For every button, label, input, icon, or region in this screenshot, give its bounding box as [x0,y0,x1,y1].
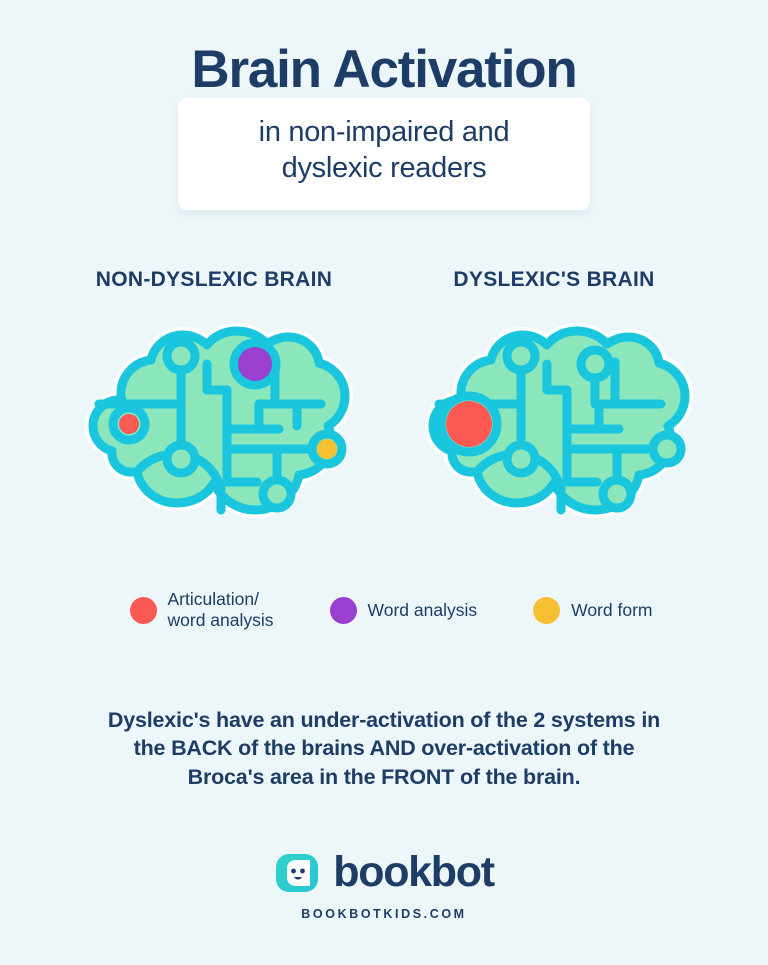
summary-caption-line3: Broca's area in the FRONT of the brain. [187,765,581,790]
summary-caption-line2: the BACK of the brains AND over-activati… [133,736,635,761]
legend-item-word-form: Word form [533,596,653,624]
node-ring-bottom [258,475,296,513]
bookbot-logo-icon [276,853,319,892]
node-ring-mid-left [162,440,200,478]
node-ring-word-form-inactive [648,430,686,468]
node-articulation [119,414,139,435]
node-articulation [446,401,492,448]
node-ring-bottom [598,475,636,513]
node-ring-top-left [162,337,200,375]
page-subtitle-line2: dyslexic readers [281,151,487,184]
summary-caption-line1: Dyslexic's have an under-activation of t… [107,707,661,732]
brain-nodes [108,337,347,513]
brand-logo[interactable]: bookbot [0,850,768,896]
brain-panel-dyslexic: DYSLEXIC'S BRAIN [384,268,724,539]
legend-dot-red [129,596,157,624]
summary-caption: Dyslexic's have an under-activation of t… [54,706,714,792]
page-subtitle: in non-impaired and dyslexic readers [0,114,768,187]
subtitle-card [178,98,590,210]
brain-nodes [436,337,686,513]
node-word-analysis [238,347,272,382]
brain-heading-non-dyslexic: NON-DYSLEXIC BRAIN [95,268,333,292]
legend-dot-purple [329,596,357,624]
legend-dot-yellow [533,596,561,624]
brand-wordmark: bookbot [333,848,495,897]
page-subtitle-line1: in non-impaired and [258,115,510,148]
legend-label-articulation: Articulation/ word analysis [167,589,274,631]
node-ring-top-left [502,337,540,375]
node-ring-mid-left [502,440,540,478]
legend-item-articulation: Articulation/ word analysis [129,589,274,632]
node-ring-word-analysis-inactive [576,345,614,383]
header: Brain Activation in non-impaired and dys… [0,0,768,210]
legend-item-word-analysis: Word analysis [329,596,478,624]
page-title: Brain Activation [191,40,577,99]
brain-panel-non-dyslexic: NON-DYSLEXIC BRAIN [44,268,384,539]
footer: bookbot BOOKBOTKIDS.COM [0,850,768,921]
node-word-form [317,439,337,460]
legend: Articulation/ word analysis Word analysi… [0,589,768,632]
legend-label-word-form: Word form [571,599,653,620]
legend-label-word-analysis: Word analysis [367,599,478,620]
brain-diagram-non-dyslexic [85,323,353,519]
brain-comparison: NON-DYSLEXIC BRAIN [0,268,768,539]
brain-diagram-dyslexic [425,323,693,519]
brain-heading-dyslexic: DYSLEXIC'S BRAIN [453,268,655,292]
footer-website-url: BOOKBOTKIDS.COM [301,906,467,921]
